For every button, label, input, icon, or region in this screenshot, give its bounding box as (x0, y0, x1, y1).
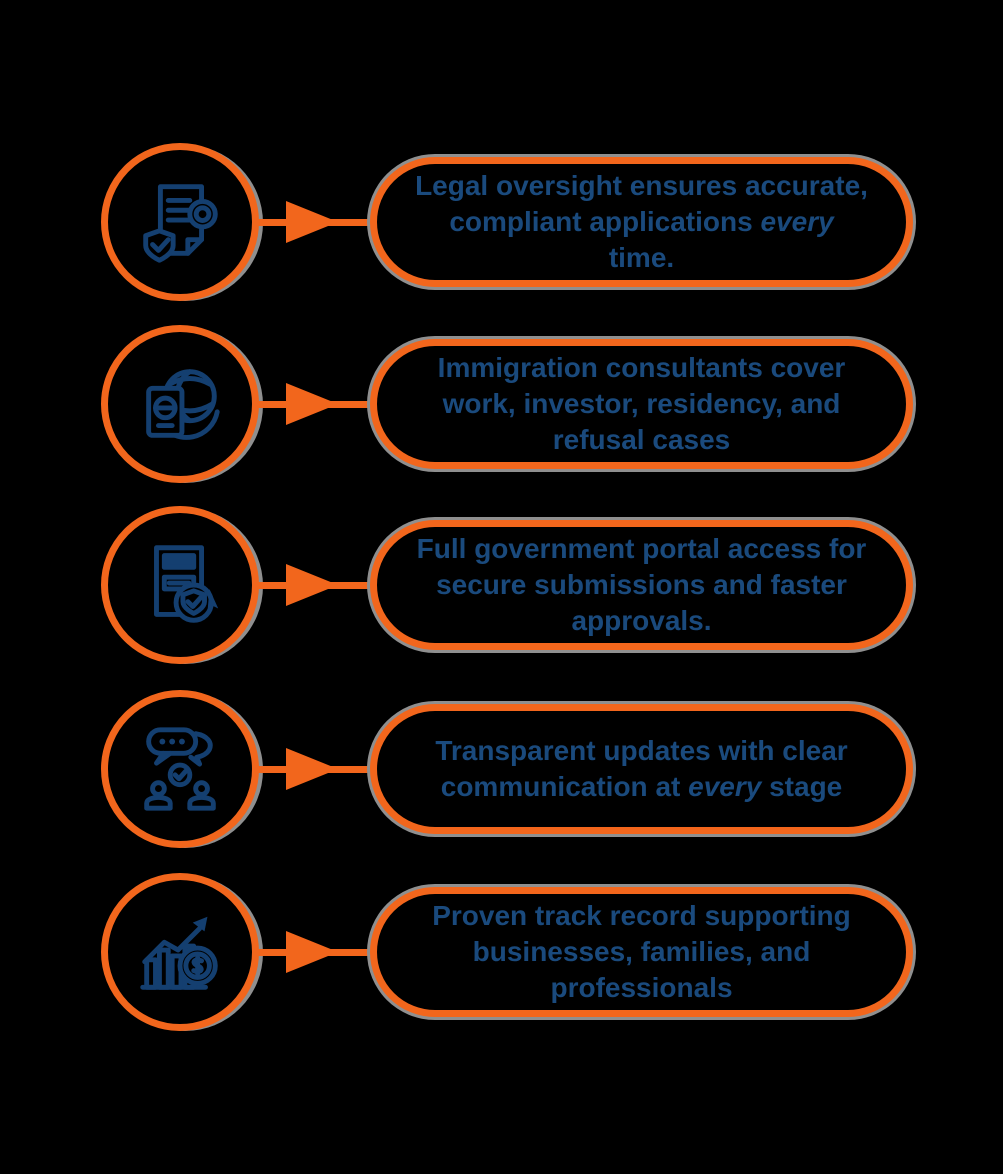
arrow-right-icon (286, 564, 338, 606)
icon-circle (101, 506, 259, 664)
box-text-line: businesses, families, and (472, 936, 811, 967)
box-text-line: secure submissions and faster (436, 569, 847, 600)
arrow-right-icon (286, 748, 338, 790)
row-transparent-updates: Transparent updates with clear communica… (0, 677, 1003, 861)
box-text-line: work, investor, residency, and (442, 388, 841, 419)
portal-access-icon (154, 545, 219, 623)
box-text-line: refusal cases (552, 424, 731, 455)
box-text-line: compliant applications every (449, 206, 834, 237)
communication-icon (144, 727, 216, 811)
box-text-line: Legal oversight ensures accurate, (415, 170, 868, 201)
icon-circle (101, 325, 259, 483)
icon-circle (101, 690, 259, 848)
box-text-line: approvals. (571, 605, 712, 636)
arrow-right-icon (286, 201, 338, 243)
text-box: Full government portal access for secure… (370, 520, 913, 650)
box-text-line: communication at every stage (440, 771, 843, 802)
compliant-document-icon (143, 184, 218, 263)
row-immigration-consultants: Immigration consultants cover work, inve… (0, 312, 1003, 496)
arrow-right-icon (286, 931, 338, 973)
row-legal-oversight: Legal oversight ensures accurate, compli… (0, 130, 1003, 314)
text-box: Proven track record supporting businesse… (370, 887, 913, 1017)
text-box: Transparent updates with clear communica… (370, 704, 913, 834)
box-text-line: Transparent updates with clear (435, 735, 848, 766)
box-text-line: professionals (550, 972, 733, 1003)
box-text-line: Proven track record supporting (432, 900, 851, 931)
box-text-line: Full government portal access for (416, 533, 867, 564)
text-box: Legal oversight ensures accurate, compli… (370, 157, 913, 287)
passport-globe-icon (146, 369, 220, 440)
text-box: Immigration consultants cover work, inve… (370, 339, 913, 469)
box-text-line: Immigration consultants cover (437, 352, 846, 383)
arrow-right-icon (286, 383, 338, 425)
growth-track-record-icon (140, 916, 218, 990)
box-text-line: time. (608, 242, 675, 273)
icon-circle (101, 873, 259, 1031)
row-portal-access: Full government portal access for secure… (0, 493, 1003, 677)
row-track-record: Proven track record supporting businesse… (0, 860, 1003, 1044)
icon-circle (101, 143, 259, 301)
